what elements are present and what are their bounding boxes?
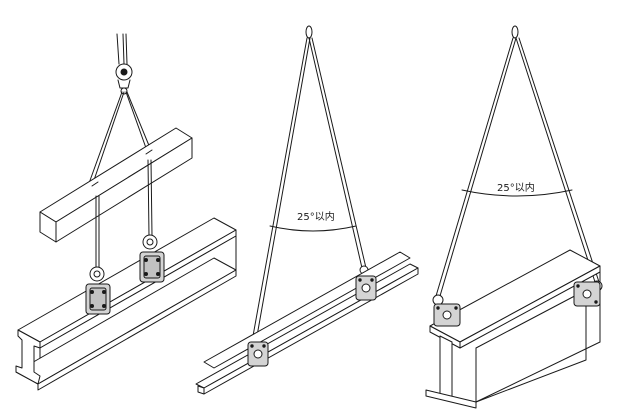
- top-ring-icon: [305, 25, 313, 39]
- spreader-beam: [39, 127, 193, 243]
- sling-legs: [435, 37, 600, 297]
- lifting-clamp-4: [355, 275, 377, 301]
- beam-sling: [87, 91, 151, 187]
- pulley-icon: [115, 63, 133, 95]
- sling-legs: [252, 37, 367, 337]
- angle-label: 25°以内: [297, 210, 335, 223]
- panel-two-leg-sling-wide: 25°以内: [425, 25, 603, 409]
- lifting-clamp-6: [573, 280, 603, 307]
- top-ring-icon: [511, 25, 519, 39]
- panel-spreader-beam: [15, 33, 237, 391]
- angle-label: 25°以内: [497, 181, 535, 194]
- hoist-ropes: [116, 33, 128, 65]
- lifting-clamp-2: [139, 234, 165, 283]
- i-beam: [15, 217, 237, 391]
- lifting-clamp-1: [85, 266, 111, 315]
- clamp-wires: [95, 159, 153, 269]
- angle-indicator: 25°以内: [269, 210, 357, 232]
- lifting-clamp-3: [247, 341, 269, 367]
- panel-two-leg-sling-flat: 25°以内: [195, 25, 419, 395]
- angle-indicator: 25°以内: [461, 181, 573, 197]
- h-beam-wide: [425, 249, 601, 409]
- lifting-clamp-5: [432, 294, 461, 327]
